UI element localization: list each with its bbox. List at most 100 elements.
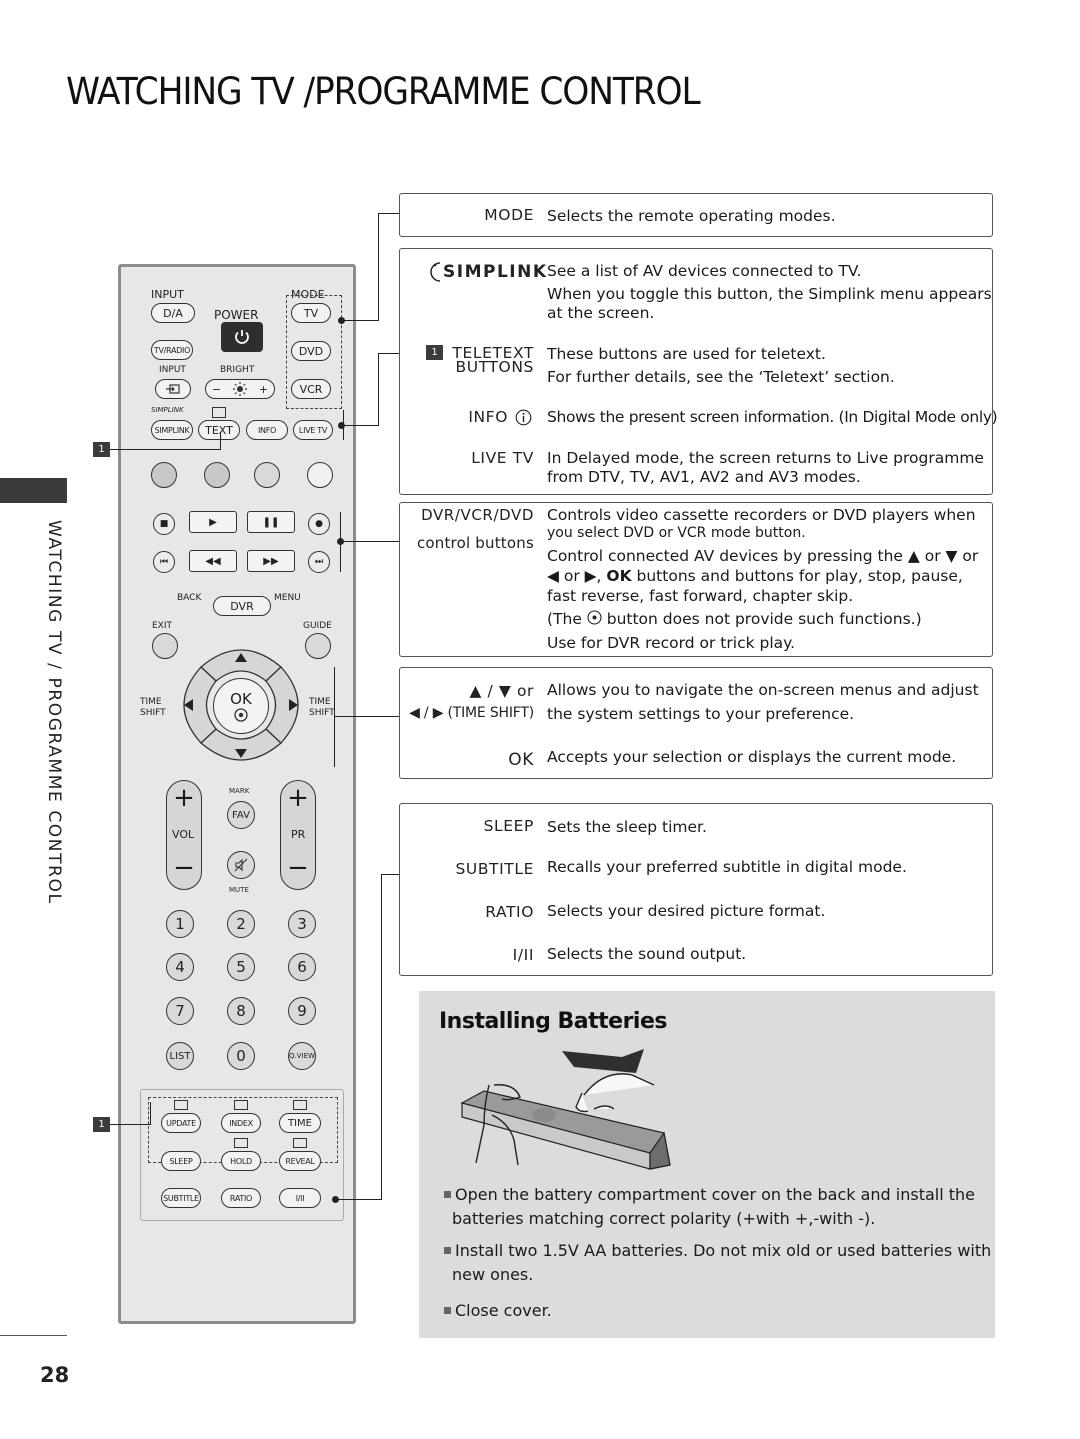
simplink-mini-logo: SIMPLINK (151, 406, 184, 414)
digit-9-button[interactable]: 9 (288, 997, 316, 1025)
sleep-leader-h2 (381, 874, 399, 875)
minus-icon: − (211, 382, 222, 396)
record-button[interactable]: ● (308, 513, 330, 535)
input-button[interactable] (155, 379, 191, 399)
teletext-badge: 1 (426, 345, 443, 360)
subtitle-button[interactable]: SUBTITLE (161, 1188, 201, 1208)
sleep-button[interactable]: SLEEP (161, 1151, 201, 1171)
list-button[interactable]: LIST (166, 1042, 194, 1070)
nav-leader-h (334, 716, 399, 717)
color-button-blue[interactable] (307, 462, 333, 488)
ratio-desc-label: RATIO (485, 903, 534, 921)
time-shift-right-label-2: SHIFT (309, 708, 335, 718)
input-icon (166, 384, 180, 394)
vol-down-icon: − (173, 853, 195, 883)
time-button[interactable]: TIME (279, 1113, 321, 1133)
skip-back-button[interactable]: ⏮ (153, 551, 175, 573)
ok-label: OK (230, 690, 252, 708)
digit-5-button[interactable]: 5 (227, 953, 255, 981)
batteries-title: Installing Batteries (439, 1009, 667, 1034)
reveal-button[interactable]: REVEAL (279, 1151, 321, 1171)
callout-1-bottom-leader-v (150, 1102, 151, 1125)
pause-button[interactable]: ❚❚ (247, 511, 295, 533)
digit-2-button[interactable]: 2 (227, 910, 255, 938)
ok-button[interactable]: OK (213, 678, 269, 734)
i-ii-button[interactable]: I/II (279, 1188, 321, 1208)
hold-button[interactable]: HOLD (221, 1151, 261, 1171)
ratio-button[interactable]: RATIO (221, 1188, 261, 1208)
target-icon (234, 708, 248, 722)
play-button[interactable]: ▶ (189, 511, 237, 533)
update-page-icon (174, 1100, 188, 1110)
sleep-subtitle-ratio-box: SLEEP Sets the sleep timer. SUBTITLE Rec… (399, 803, 993, 976)
navigation-box: ▲ / ▼ or ◀ / ▶ (TIME SHIFT) Allows you t… (399, 667, 993, 779)
index-button[interactable]: INDEX (221, 1113, 261, 1133)
digit-4-button[interactable]: 4 (166, 953, 194, 981)
info-button[interactable]: INFO (246, 420, 288, 440)
mute-button[interactable] (227, 851, 255, 879)
guide-label: GUIDE (303, 621, 332, 631)
update-button[interactable]: UPDATE (161, 1113, 201, 1133)
ok-desc-label: OK (508, 750, 534, 770)
teletext-label-2: BUTTONS (455, 358, 534, 376)
menu-label: MENU (274, 593, 301, 603)
power-button[interactable] (221, 322, 263, 352)
live-tv-button[interactable]: LIVE TV (293, 420, 333, 440)
digit-6-button[interactable]: 6 (288, 953, 316, 981)
mute-label: MUTE (229, 886, 249, 894)
digit-7-button[interactable]: 7 (166, 997, 194, 1025)
time-shift-right-label-1: TIME (309, 697, 331, 707)
guide-button[interactable] (305, 633, 331, 659)
vcr-mode-button[interactable]: VCR (291, 379, 331, 399)
i-ii-desc-label: I/II (512, 946, 534, 964)
bullet-icon (444, 1191, 451, 1198)
teletext-panel (140, 1089, 344, 1221)
color-button-yellow[interactable] (254, 462, 280, 488)
pr-up-icon: + (287, 783, 309, 813)
brightness-icon (232, 382, 247, 396)
subtitle-desc-text: Recalls your preferred subtitle in digit… (547, 858, 907, 876)
bullet-icon (444, 1247, 451, 1254)
tv-radio-button[interactable]: TV/RADIO (151, 340, 193, 360)
digit-8-button[interactable]: 8 (227, 997, 255, 1025)
sleep-leader-v (381, 874, 382, 1200)
livetv-desc-line-2: from DTV, TV, AV1, AV2 and AV3 modes. (547, 468, 861, 486)
color-button-red[interactable] (151, 462, 177, 488)
brightness-rocker[interactable]: − + (205, 379, 275, 399)
tv-mode-button[interactable]: TV (291, 303, 331, 323)
dvr-button[interactable]: DVR (213, 596, 271, 616)
simplink-button[interactable]: SIMPLINK (151, 420, 193, 440)
exit-button[interactable] (152, 633, 178, 659)
index-page-icon (234, 1100, 248, 1110)
simplink-leader-v (378, 353, 379, 426)
digit-1-button[interactable]: 1 (166, 910, 194, 938)
fast-forward-button[interactable]: ▶▶ (247, 550, 295, 572)
dvd-mode-button[interactable]: DVD (291, 341, 331, 361)
teletext-label-1: TELETEXT (452, 344, 534, 362)
rewind-button[interactable]: ◀◀ (189, 550, 237, 572)
programme-rocker[interactable]: + PR − (280, 780, 316, 890)
volume-rocker[interactable]: + VOL − (166, 780, 202, 890)
q-view-button[interactable]: Q.VIEW (288, 1042, 316, 1070)
dvr-leader-dot (337, 538, 344, 545)
fav-button[interactable]: FAV (227, 801, 255, 829)
text-button[interactable]: TEXT (198, 420, 240, 440)
nav-desc-line-1: Allows you to navigate the on-screen men… (547, 681, 979, 699)
info-desc-label: INFO (468, 408, 508, 426)
skip-forward-button[interactable]: ⏭ (308, 551, 330, 573)
dvr-desc-line-6: (The button does not provide such functi… (547, 610, 922, 628)
livetv-desc-line-1: In Delayed mode, the screen returns to L… (547, 449, 984, 467)
stop-button[interactable]: ■ (153, 513, 175, 535)
digit-3-button[interactable]: 3 (288, 910, 316, 938)
input-label: INPUT (151, 288, 184, 301)
bright-label: BRIGHT (220, 365, 255, 375)
power-label: POWER (214, 308, 259, 322)
simplink-desc-line-1: See a list of AV devices connected to TV… (547, 262, 862, 280)
page-number: 28 (40, 1363, 70, 1387)
nav-bracket (334, 667, 335, 767)
battery-step-1-line-1: Open the battery compartment cover on th… (444, 1183, 975, 1207)
da-button[interactable]: D/A (151, 303, 195, 323)
color-button-green[interactable] (204, 462, 230, 488)
digit-0-button[interactable]: 0 (227, 1042, 255, 1070)
installing-batteries-panel: Installing Batteries Open the battery co… (419, 991, 995, 1338)
